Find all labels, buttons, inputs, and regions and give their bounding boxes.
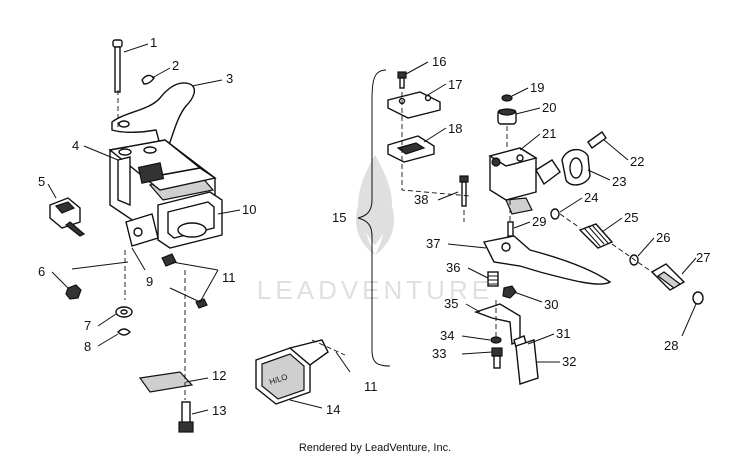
- part-28-oring: [692, 291, 704, 305]
- leaders-right: [405, 61, 697, 363]
- part-38-screw: [459, 175, 469, 207]
- part-37-lever: [482, 235, 612, 285]
- callout-34: 34: [440, 328, 454, 343]
- part-22-screw: [587, 131, 607, 149]
- callout-12: 12: [212, 368, 226, 383]
- watermark-text: LEADVENTURE: [257, 275, 493, 305]
- callout-35: 35: [444, 296, 458, 311]
- part-1-pin: [112, 39, 123, 93]
- part-5-knob: [49, 197, 86, 237]
- part-14-switch: H/LO: [255, 339, 329, 405]
- callout-38: 38: [414, 192, 428, 207]
- part-32-switch: [515, 339, 539, 385]
- part-6-nut: [65, 284, 82, 300]
- part-3-lever: [111, 82, 196, 153]
- part-29-pin: [507, 221, 514, 237]
- part-2-clip: [141, 74, 155, 85]
- centerline: [559, 213, 581, 229]
- part-21-body: [488, 147, 561, 215]
- centerline: [401, 92, 471, 197]
- callout-32: 32: [562, 354, 576, 369]
- part-25-spring: [578, 223, 614, 249]
- callout-29: 29: [532, 214, 546, 229]
- callout-24: 24: [584, 190, 598, 205]
- callout-4: 4: [72, 138, 79, 153]
- callouts: 1 2 3 4 5 6 7 8 9 10 11 12 13 14 11 15 1…: [38, 35, 710, 418]
- callout-25: 25: [624, 210, 638, 225]
- callout-31: 31: [556, 326, 570, 341]
- callout-10: 10: [242, 202, 256, 217]
- footer-credit: Rendered by LeadVenture, Inc.: [298, 442, 452, 454]
- part-13-bolt: [178, 401, 194, 433]
- group-bracket-15: [357, 69, 391, 367]
- callout-9: 9: [146, 274, 153, 289]
- part-27-piston: [650, 263, 686, 291]
- callout-11-b: 11: [364, 379, 378, 394]
- part-34-washer: [490, 336, 502, 344]
- part-19-cap: [501, 94, 513, 102]
- callout-18: 18: [448, 121, 462, 136]
- part-12-plate: [138, 371, 194, 393]
- callout-36: 36: [446, 260, 460, 275]
- callout-17: 17: [448, 77, 462, 92]
- callout-5: 5: [38, 174, 45, 189]
- callout-28: 28: [664, 338, 678, 353]
- part-17-cover: [387, 91, 441, 119]
- part-20-bushing: [497, 108, 517, 125]
- callout-30: 30: [544, 297, 558, 312]
- watermark-logo: [355, 155, 395, 255]
- callout-33: 33: [432, 346, 446, 361]
- callout-2: 2: [172, 58, 179, 73]
- part-8-clip: [117, 328, 131, 336]
- callout-21: 21: [542, 126, 556, 141]
- callout-15: 15: [332, 210, 346, 225]
- callout-26: 26: [656, 230, 670, 245]
- part-10-face-plate: [157, 191, 223, 249]
- callout-8: 8: [84, 339, 91, 354]
- callout-6: 6: [38, 264, 45, 279]
- part-18-gasket: [387, 135, 435, 163]
- callout-19: 19: [530, 80, 544, 95]
- centerline: [311, 339, 346, 356]
- part-7-washer: [115, 306, 133, 318]
- callout-1: 1: [150, 35, 157, 50]
- part-9-mount: [125, 213, 159, 247]
- callout-20: 20: [542, 100, 556, 115]
- part-33-screw: [491, 347, 503, 369]
- part-36-spring: [487, 271, 499, 287]
- callout-22: 22: [630, 154, 644, 169]
- part-11-screw-a: [161, 253, 177, 267]
- callout-16: 16: [432, 54, 446, 69]
- part-16-screw: [397, 71, 407, 89]
- callout-11-a: 11: [222, 270, 236, 285]
- centerline: [611, 243, 653, 273]
- part-24-washer: [550, 208, 560, 220]
- callout-23: 23: [612, 174, 626, 189]
- callout-27: 27: [696, 250, 710, 265]
- callout-3: 3: [226, 71, 233, 86]
- callout-14: 14: [326, 402, 340, 417]
- leaders-left: [47, 43, 351, 415]
- part-23-clamp: [561, 149, 591, 186]
- part-26-washer: [629, 254, 639, 266]
- callout-7: 7: [84, 318, 91, 333]
- callout-13: 13: [212, 403, 226, 418]
- callout-37: 37: [426, 236, 440, 251]
- part-30-nut: [502, 285, 517, 299]
